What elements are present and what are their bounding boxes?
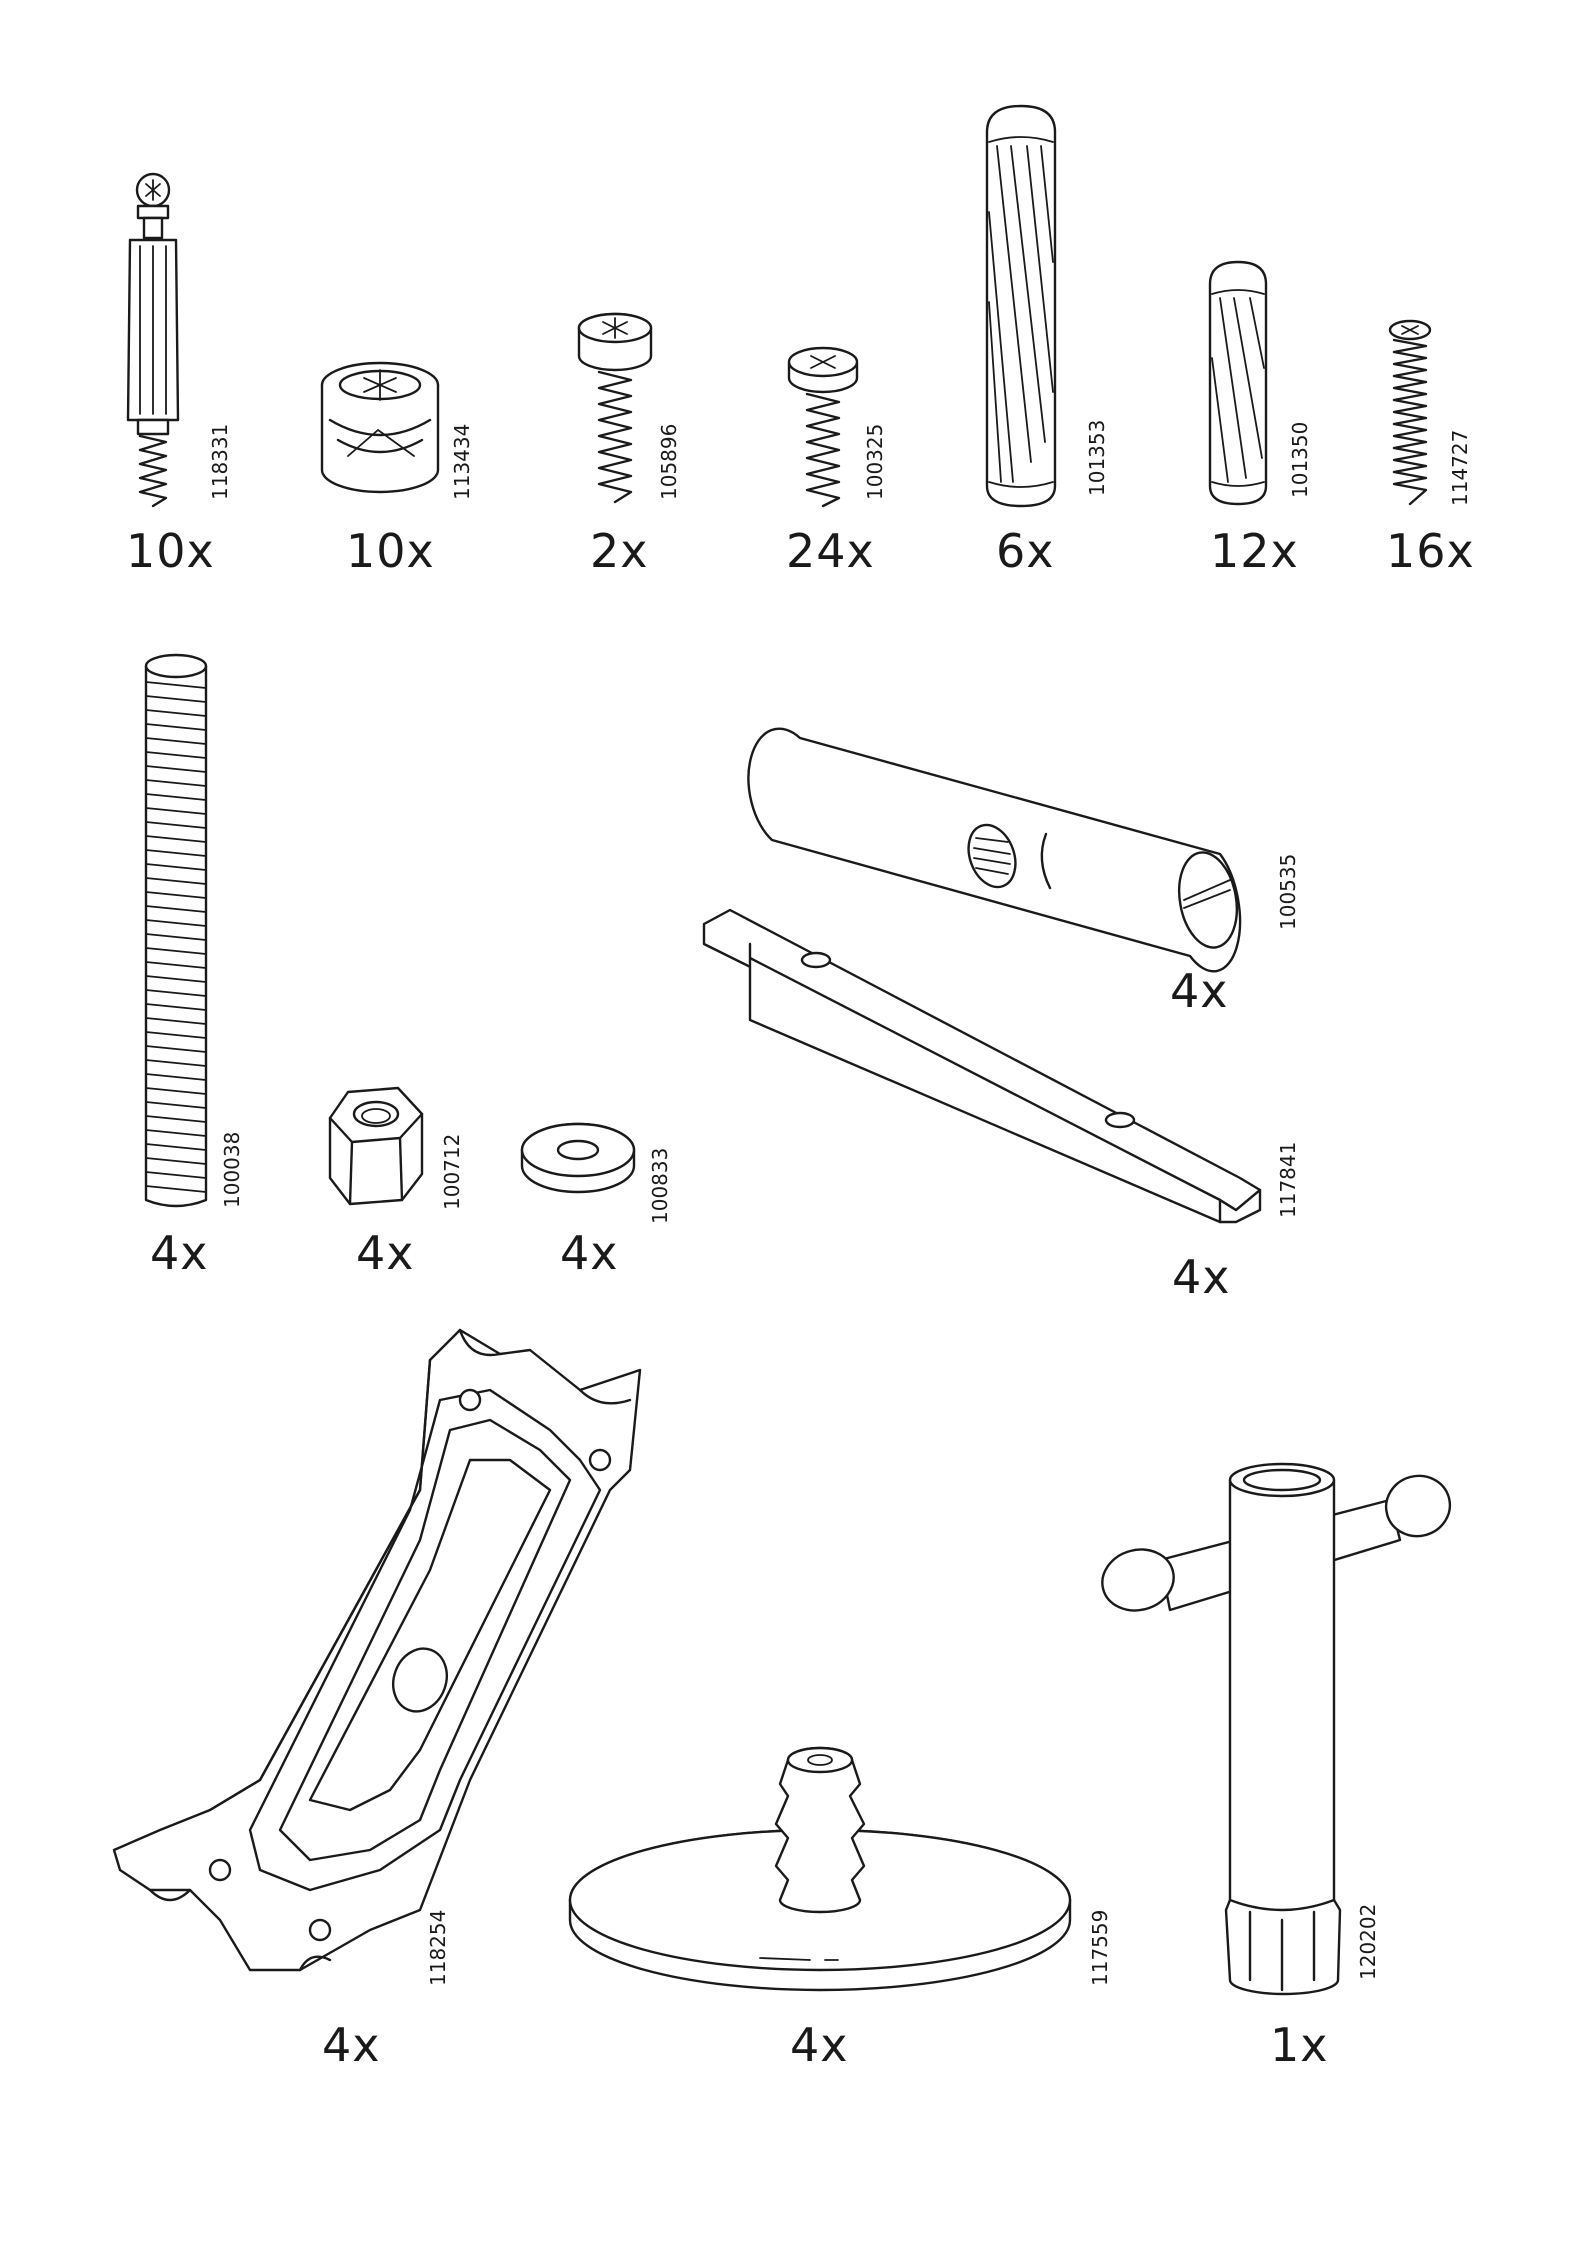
part-quantity: 16x: [1386, 528, 1475, 574]
threaded-rod-icon: [140, 652, 250, 1212]
part-code: 113434: [452, 424, 472, 500]
part-code: 100712: [442, 1134, 462, 1210]
part-120202: 120202: [1100, 1460, 1500, 1990]
part-code: 100325: [865, 424, 885, 500]
part-quantity: 4x: [560, 1230, 619, 1276]
part-code: 120202: [1358, 1904, 1378, 1980]
t-wrench-icon: [1100, 1460, 1500, 1990]
part-code: 101350: [1290, 422, 1310, 498]
part-code: 100833: [650, 1148, 670, 1224]
part-quantity: 12x: [1210, 528, 1299, 574]
part-114727: 114727: [1384, 316, 1494, 510]
angle-rail-icon: [700, 900, 1300, 1230]
part-quantity: 2x: [590, 528, 649, 574]
part-101353: 101353: [983, 102, 1093, 510]
part-quantity: 4x: [150, 1230, 209, 1276]
part-100038: 100038: [140, 652, 250, 1212]
part-quantity: 10x: [126, 528, 215, 574]
part-code: 100038: [222, 1132, 242, 1208]
screw-thin-icon: [1384, 316, 1494, 510]
part-code: 105896: [659, 424, 679, 500]
part-100712: 100712: [322, 1080, 462, 1212]
part-117841: 117841: [700, 900, 1300, 1230]
part-quantity: 10x: [346, 528, 435, 574]
part-quantity: 4x: [322, 2022, 381, 2068]
part-quantity: 4x: [790, 2022, 849, 2068]
part-quantity: 24x: [786, 528, 875, 574]
washer-icon: [518, 1120, 658, 1212]
cam-lock-nut-icon: [318, 360, 468, 510]
part-quantity: 4x: [356, 1230, 415, 1276]
part-quantity: 4x: [1172, 1254, 1231, 1300]
part-118331: 118331: [120, 170, 240, 510]
disc-foot-icon: [560, 1740, 1120, 1990]
part-code: 114727: [1450, 430, 1470, 506]
part-code: 117841: [1278, 1142, 1298, 1218]
part-101350: 101350: [1206, 258, 1316, 510]
part-quantity: 1x: [1270, 2022, 1329, 2068]
part-100833: 100833: [518, 1120, 658, 1212]
part-code: 118331: [210, 424, 230, 500]
part-100325: 100325: [783, 344, 893, 510]
wooden-dowel-long-icon: [983, 102, 1093, 510]
part-117559: 117559: [560, 1740, 1120, 1990]
part-code: 118254: [428, 1910, 448, 1986]
part-105896: 105896: [573, 310, 683, 510]
part-113434: 113434: [318, 360, 468, 510]
part-quantity: 6x: [996, 528, 1055, 574]
part-code: 101353: [1087, 420, 1107, 496]
